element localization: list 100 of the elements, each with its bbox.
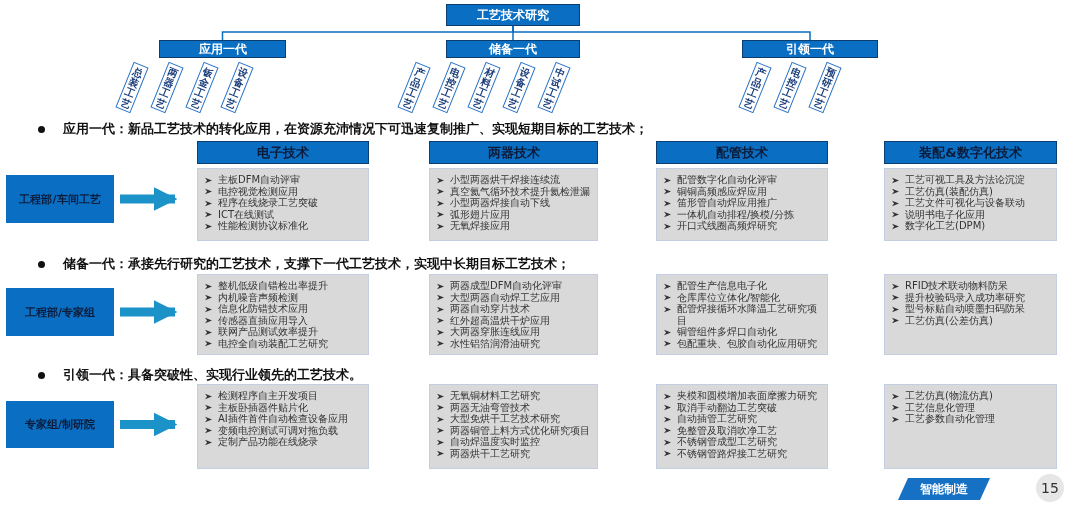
list-item: 配管焊接循环水降温工艺研究项目	[677, 303, 817, 326]
connector-line	[512, 25, 811, 41]
list-item: 不锈钢管成型工艺研究	[677, 436, 777, 448]
process-tag: 电控工艺	[432, 61, 466, 114]
block-arrow	[120, 412, 178, 437]
category-bar: 储备一代	[446, 40, 580, 58]
process-tag: 中试工艺	[537, 61, 571, 114]
bullet-text: 储备一代：承接先行研究的工艺技术，支撑下一代工艺技术，实现中长期目标工艺技术；	[63, 255, 570, 273]
bullet-list-panel	[884, 384, 1057, 469]
list-item: 开口式线圈高频焊研究	[677, 220, 777, 232]
column-header: 配管技术	[656, 141, 828, 164]
list-item: 自动焊温度实时监控	[450, 436, 540, 448]
list-item: ICT在线测试	[218, 208, 275, 220]
list-item: 主板DFM自动评审	[218, 174, 301, 185]
list-item: 自动插管工艺研究	[677, 413, 757, 425]
list-item: 一体机自动排程/换模/分拣	[677, 208, 794, 220]
list-item: 工艺参数自动化管理	[905, 413, 995, 425]
list-item: 程序在线烧录工艺突破	[218, 197, 318, 209]
list-item: 工艺可视工具及方法论沉淀	[905, 174, 1025, 185]
list-item: 红外超高温烘干炉应用	[450, 314, 550, 326]
list-item: 夹模和圆模增加表面摩擦力研究	[677, 390, 817, 401]
list-item: 传感器直插应用导入	[218, 314, 308, 326]
process-tag: 产品工艺	[738, 61, 772, 114]
bullet-text: 应用一代：新品工艺技术的转化应用，在资源充沛情况下可迅速复制推广、实现短期目标的工艺技术；	[63, 120, 648, 138]
bullet-list-panel	[429, 384, 598, 469]
list-item: 两器铜管上料方式优化研究项目	[450, 424, 590, 436]
list-item: 仓库库位立体化/智能化	[677, 291, 781, 303]
process-tag: 设备工艺	[502, 61, 536, 114]
list-item: 数字化工艺(DPM)	[905, 220, 986, 232]
process-tag: 两器工艺	[150, 61, 184, 114]
process-tag: 钣金工艺	[185, 61, 219, 114]
list-item: 配管生产信息电子化	[677, 280, 767, 291]
list-item: AI插件首件自动检查设备应用	[218, 413, 348, 425]
list-item: 主板卧插器件贴片化	[218, 401, 308, 413]
list-item: 小型两器焊接自动下线	[450, 197, 550, 209]
column-header: 装配&数字化技术	[884, 141, 1057, 164]
list-item: 真空氦气循环技术提升氦检泄漏	[450, 185, 590, 197]
bullet-list-panel	[656, 168, 828, 241]
list-item: 水性铝箔润滑油研究	[450, 337, 540, 349]
list-item: 无氧焊接应用	[450, 220, 510, 232]
list-item: 两器成型DFM自动化评审	[450, 280, 563, 291]
bullet-list-panel	[656, 274, 828, 355]
bullet-list-panel	[429, 168, 598, 241]
department-box: 专家组/制研院	[6, 401, 114, 448]
list-item: 工艺信息化管理	[905, 401, 975, 413]
process-tag: 材料工艺	[467, 61, 501, 114]
list-item: 大两器穿胀连线应用	[450, 326, 540, 338]
list-item: 提升校验码录入成功率研究	[905, 291, 1025, 303]
list-item: 不锈钢管路焊接工艺研究	[677, 447, 787, 459]
list-item: 定制产品功能在线烧录	[218, 436, 318, 448]
list-item: 弧形翅片应用	[450, 208, 510, 220]
list-item: 信息化防错技术应用	[218, 303, 308, 315]
bullet-list-panel	[197, 274, 369, 355]
category-bar: 应用一代	[159, 40, 286, 58]
list-item: 工艺仿真(物流仿真)	[905, 390, 993, 401]
list-item: 说明书电子化应用	[905, 208, 985, 220]
list-item: 包配重块、包胶自动化应用研究	[677, 337, 817, 349]
category-bar: 引领一代	[742, 40, 878, 58]
list-item: 配管数字化自动化评审	[677, 174, 777, 185]
list-item: 工艺仿真(装配仿真)	[905, 185, 993, 197]
list-item: 变频电控测试可调对拖负载	[218, 424, 338, 436]
footer-tag: 智能制造	[898, 478, 990, 500]
department-box: 工程部/车间工艺	[6, 175, 114, 223]
list-item: 大型免烘干工艺技术研究	[450, 413, 560, 425]
list-item: 联网产品测试效率提升	[218, 326, 318, 338]
list-item: 电控视觉检测应用	[218, 185, 298, 197]
bullet-list-panel	[656, 384, 828, 469]
bullet-list-panel	[429, 274, 598, 355]
category-bar: 工艺技术研究	[446, 4, 580, 26]
list-item: 无氧铜材料工艺研究	[450, 390, 540, 401]
process-tag: 预研工艺	[808, 61, 842, 114]
bullet-list-panel	[197, 384, 369, 469]
column-header: 电子技术	[197, 141, 369, 164]
list-item: 检测程序自主开发项目	[218, 390, 318, 401]
process-tag: 设备工艺	[220, 61, 254, 114]
list-item: 两器无油弯管技术	[450, 401, 530, 413]
list-item: 大型两器自动焊工艺应用	[450, 291, 560, 303]
process-tag: 产品工艺	[397, 61, 431, 114]
process-tag: 电控工艺	[773, 61, 807, 114]
list-item: 铜管组件多焊口自动化	[677, 326, 777, 338]
bullet-list-panel	[884, 168, 1057, 241]
list-item: 小型两器烘干焊接连续流	[450, 174, 560, 185]
list-item: 铜铜高频感应焊应用	[677, 185, 767, 197]
block-arrow	[120, 187, 178, 211]
list-item: 两器自动穿片技术	[450, 303, 530, 315]
bullet-list-panel	[884, 274, 1057, 355]
list-item: 电控全自动装配工艺研究	[218, 337, 328, 349]
column-header: 两器技术	[429, 141, 598, 164]
list-item: 性能检测协议标准化	[218, 220, 308, 232]
list-item: 整机低级自错检出率提升	[218, 280, 328, 291]
bullet-list-panel	[197, 168, 369, 241]
department-box: 工程部/专家组	[6, 288, 114, 336]
block-arrow	[120, 300, 178, 324]
list-item: 免整管及取消吹净工艺	[677, 424, 777, 436]
list-item: 两器烘干工艺研究	[450, 447, 530, 459]
list-item: 笛形管自动焊应用推广	[677, 197, 777, 209]
process-tag: 总装工艺	[115, 61, 149, 114]
bullet-text: 引领一代：具备突破性、实现行业领先的工艺技术。	[63, 366, 362, 384]
list-item: 工艺仿真(公差仿真)	[905, 314, 993, 326]
list-item: RFID技术联动物料防呆	[905, 280, 1009, 291]
